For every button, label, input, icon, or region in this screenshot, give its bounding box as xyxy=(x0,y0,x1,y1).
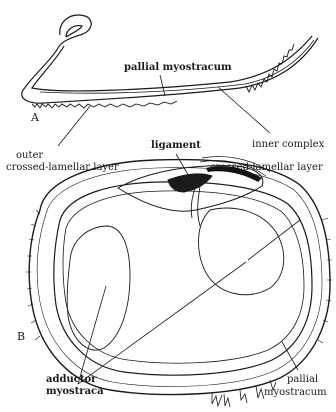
adductor-scar-anterior xyxy=(67,226,130,350)
panel-label-b: B xyxy=(17,331,25,342)
ligament-outline xyxy=(168,174,212,192)
label-pallial-bottom-line2: myostracum xyxy=(264,387,327,398)
label-ligament: ligament xyxy=(151,140,201,151)
leader-inner-complex-a xyxy=(218,87,270,133)
cardinal-teeth xyxy=(191,186,200,226)
valve-outer-outline xyxy=(29,160,330,395)
label-adductor-line1: adductor xyxy=(46,374,96,385)
shell-cross-section xyxy=(22,15,318,146)
label-inner-complex-line2: crossed-lamellar layer xyxy=(210,162,323,173)
label-pallial-bottom-line1: pallial xyxy=(287,374,318,385)
panel-label-a: A xyxy=(31,112,39,123)
leader-outer-layer xyxy=(58,106,90,146)
label-outer-line2: crossed-lamellar layer xyxy=(6,162,119,173)
valve-growth-lines xyxy=(26,168,332,387)
label-pallial-myostracum-top: pallial myostracum xyxy=(124,62,232,73)
adductor-scar-posterior xyxy=(199,208,284,295)
valve-interior xyxy=(26,154,332,407)
leader-pallial-top xyxy=(160,75,165,96)
leader-inner-complex-b xyxy=(248,220,300,260)
label-inner-complex-line1: inner complex xyxy=(252,139,324,150)
leader-ligament xyxy=(176,154,190,178)
pallial-line xyxy=(63,191,304,363)
leader-adductor-1 xyxy=(78,286,106,384)
label-outer-line1: outer xyxy=(16,150,43,161)
section-outer-outline xyxy=(22,15,318,103)
section-inner-outline xyxy=(32,26,312,91)
leader-adductor-2 xyxy=(78,262,246,384)
label-adductor-line2: myostraca xyxy=(46,386,104,397)
